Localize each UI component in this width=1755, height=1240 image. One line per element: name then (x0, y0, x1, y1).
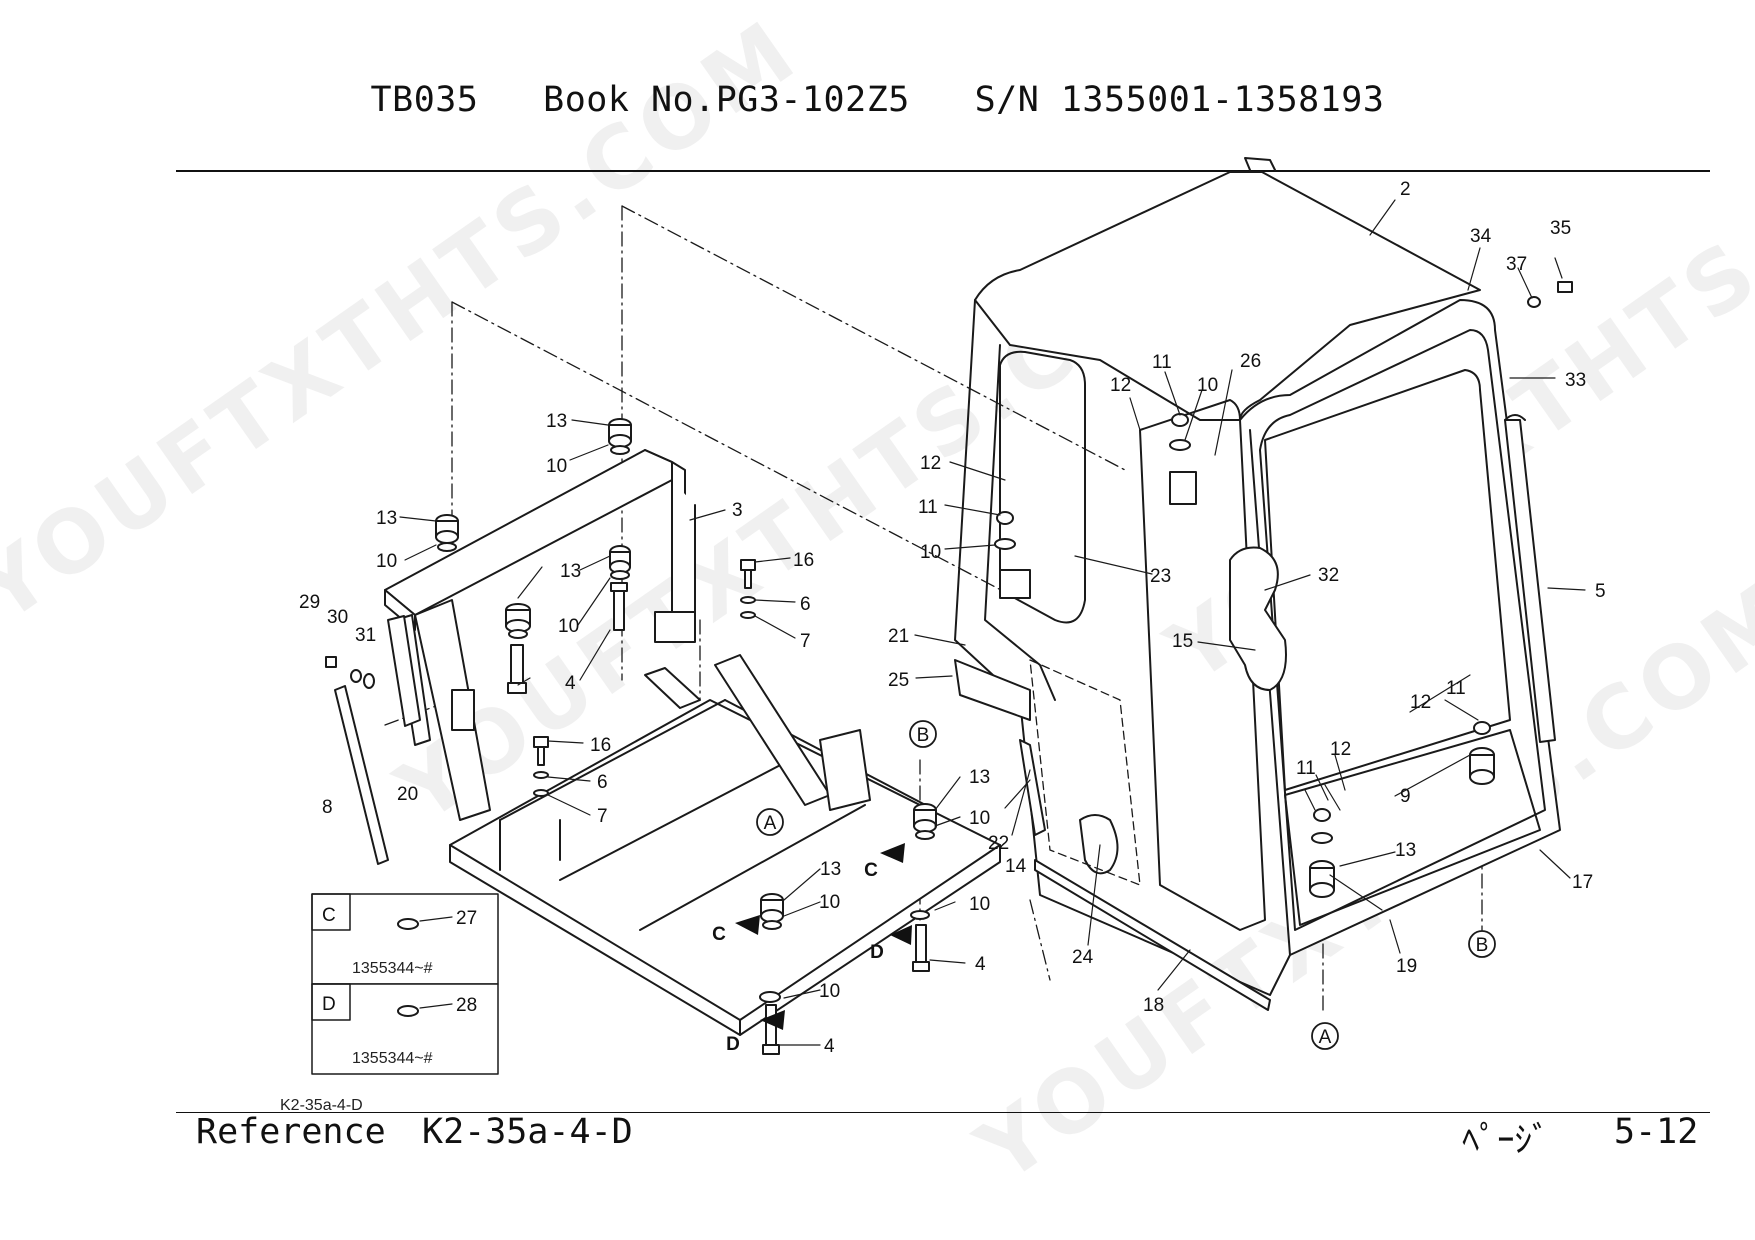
model-name: TB035 (370, 80, 479, 120)
callout-34: 34 (1470, 226, 1492, 247)
callout-29: 29 (299, 592, 320, 613)
callout-12: 12 (920, 453, 941, 474)
callout-13: 13 (560, 561, 581, 582)
callout-10: 10 (546, 456, 567, 477)
inset-d-serial: 1355344~# (352, 1050, 433, 1067)
book-number: Book No.PG3-102Z5 (543, 80, 910, 120)
callout-13: 13 (1395, 840, 1416, 861)
callout-6: 6 (597, 772, 608, 793)
callout-16: 16 (590, 735, 611, 756)
callout-20: 20 (397, 784, 418, 805)
reference-value: K2-35a-4-D (422, 1112, 633, 1152)
callout-23: 23 (1150, 566, 1171, 587)
callout-4: 4 (565, 673, 576, 694)
figure-code: K2-35a-4-D (280, 1097, 363, 1114)
inset-d-box (311, 983, 499, 1075)
callout-11: 11 (1296, 758, 1316, 779)
callout-32: 32 (1318, 565, 1339, 586)
callout-10: 10 (819, 892, 840, 913)
callout-3: 3 (732, 500, 743, 521)
direction-arrows (735, 843, 912, 1030)
callout-7: 7 (597, 806, 608, 827)
callout-17: 17 (1572, 872, 1593, 893)
reference-label: Reference (196, 1112, 386, 1152)
callout-35: 35 (1550, 218, 1571, 239)
callout-10: 10 (1197, 375, 1218, 396)
callout-14: 14 (1005, 856, 1027, 877)
inset-c-letter: C (322, 905, 336, 926)
callout-13: 13 (969, 767, 990, 788)
callout-31: 31 (355, 625, 376, 646)
callout-26: 26 (1240, 351, 1261, 372)
callout-9: 9 (1400, 786, 1411, 807)
callout-10: 10 (969, 894, 990, 915)
view-marker-d-right: D (870, 942, 884, 963)
callout-12: 12 (1330, 739, 1351, 760)
callout-10: 10 (376, 551, 397, 572)
callout-5: 5 (1595, 581, 1606, 602)
page-number: 5-12 (1614, 1112, 1699, 1152)
callout-10: 10 (558, 616, 579, 637)
callout-22: 22 (988, 833, 1009, 854)
seal-strip (334, 685, 389, 865)
view-marker-d-left: D (726, 1034, 740, 1055)
inset-d-letter: D (322, 994, 336, 1015)
view-marker-b-bottom: B (1476, 935, 1489, 956)
callout-21: 21 (888, 626, 909, 647)
callout-8: 8 (322, 797, 333, 818)
view-marker-a-top: A (764, 813, 777, 834)
callout-2: 2 (1400, 179, 1411, 200)
callout-16: 16 (793, 550, 814, 571)
callout-7: 7 (800, 631, 811, 652)
inset-d-part: 28 (456, 995, 477, 1016)
callout-6: 6 (800, 594, 811, 615)
view-marker-c-right: C (864, 860, 878, 881)
callout-30: 30 (327, 607, 348, 628)
view-marker-circles (756, 720, 1496, 1050)
callout-15: 15 (1172, 631, 1193, 652)
callout-25: 25 (888, 670, 909, 691)
header-rule (176, 170, 1710, 172)
callout-4: 4 (824, 1036, 835, 1057)
callout-11: 11 (1446, 678, 1466, 699)
inset-c-box (311, 893, 499, 985)
callout-18: 18 (1143, 995, 1164, 1016)
leader-lines (399, 199, 1586, 1046)
page-label: ﾍﾟｰｼﾞ (1462, 1121, 1550, 1161)
callout-10: 10 (920, 542, 941, 563)
callout-33: 33 (1565, 370, 1586, 391)
cab-body (954, 157, 1573, 1011)
callout-13: 13 (546, 411, 567, 432)
inset-c-part: 27 (456, 908, 477, 929)
callout-19: 19 (1396, 956, 1417, 977)
inset-c-serial: 1355344~# (352, 960, 433, 977)
rubber-mounts (325, 418, 937, 1055)
view-marker-b-top: B (917, 725, 930, 746)
callout-labels: B A B A C C D D 2 3 4 4 4 5 6 6 7 7 8 9 … (280, 179, 1606, 1114)
callout-24: 24 (1072, 947, 1094, 968)
callout-4: 4 (975, 954, 986, 975)
cab-support-frame (384, 449, 1001, 1036)
callout-11: 11 (918, 497, 938, 518)
callout-37: 37 (1506, 254, 1527, 275)
callout-11: 11 (1152, 352, 1172, 373)
callout-10: 10 (969, 808, 990, 829)
callout-13: 13 (820, 859, 841, 880)
page-header: TB035 Book No.PG3-102Z5 S/N 1355001-1358… (0, 80, 1755, 120)
footer-rule (176, 1112, 1710, 1113)
callout-12: 12 (1410, 692, 1431, 713)
callout-12: 12 (1110, 375, 1131, 396)
serial-range: S/N 1355001-1358193 (974, 80, 1385, 120)
view-marker-c-left: C (712, 924, 726, 945)
side-bracket (387, 615, 421, 727)
view-marker-a-bottom: A (1319, 1027, 1332, 1048)
callout-13: 13 (376, 508, 397, 529)
callout-10: 10 (819, 981, 840, 1002)
